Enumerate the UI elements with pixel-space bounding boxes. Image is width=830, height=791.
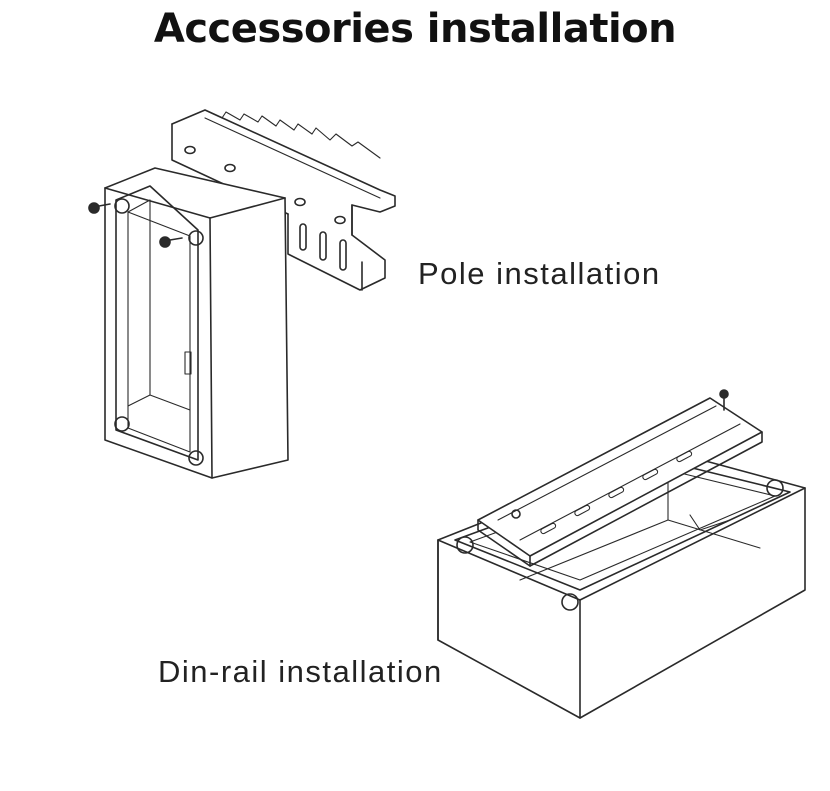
pole-enclosure: [104, 167, 289, 479]
din-rail-installation-label: Din-rail installation: [158, 654, 443, 689]
pole-installation-label: Pole installation: [418, 256, 661, 291]
pole-screws: [88, 202, 183, 248]
page-title: Accessories installation: [153, 6, 677, 52]
din-rail: [477, 397, 763, 567]
pole-mount-bracket: [171, 109, 396, 291]
din-rail-screw: [719, 389, 729, 411]
